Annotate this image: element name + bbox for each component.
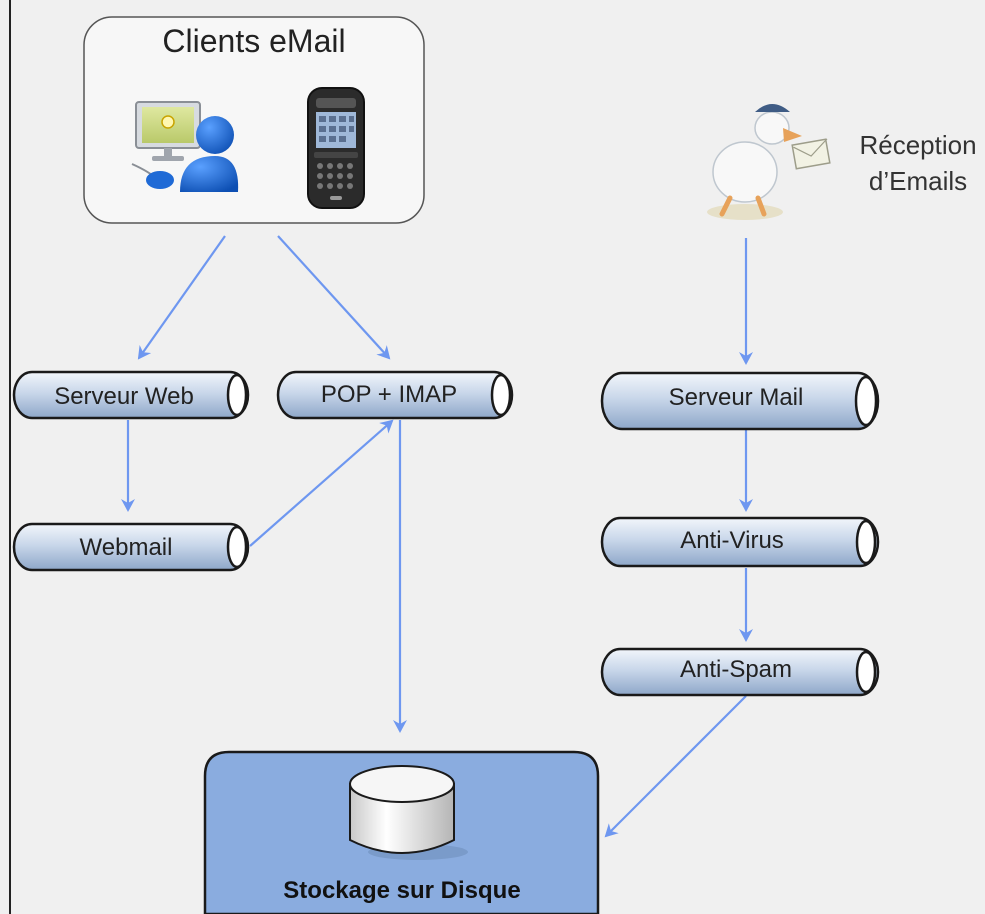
node-webmail: Webmail	[12, 522, 250, 572]
reception-label-line2: d’Emails	[869, 166, 967, 196]
node-anti-virus-label: Anti-Virus	[680, 527, 784, 554]
node-serveur-web-label: Serveur Web	[54, 383, 194, 410]
mail-bird-icon	[707, 104, 831, 220]
clients-box: Clients eMail	[83, 16, 425, 224]
reception-label-line1: Réception	[859, 130, 976, 160]
clients-title: Clients eMail	[162, 23, 345, 59]
node-anti-spam: Anti-Spam	[600, 647, 880, 697]
node-stockage-label: Stockage sur Disque	[283, 877, 520, 904]
node-stockage: Stockage sur Disque	[203, 750, 600, 914]
arrow-antispam-to-storage	[604, 695, 747, 838]
node-anti-virus: Anti-Virus	[600, 516, 880, 568]
node-pop-imap: POP + IMAP	[276, 370, 514, 420]
disk-cylinder-icon	[349, 765, 468, 860]
smartphone-icon	[307, 87, 365, 209]
node-serveur-mail-label: Serveur Mail	[669, 384, 804, 411]
arrow-webmail-to-pop	[249, 419, 394, 547]
node-anti-spam-label: Anti-Spam	[680, 656, 792, 683]
desktop-user-icon	[131, 101, 239, 192]
node-serveur-mail: Serveur Mail	[600, 371, 880, 431]
node-webmail-label: Webmail	[80, 534, 173, 561]
node-pop-imap-label: POP + IMAP	[321, 381, 457, 408]
connectors	[121, 235, 753, 838]
arrow-clients-to-web	[137, 235, 226, 360]
arrow-clients-to-pop	[277, 235, 391, 360]
node-serveur-web: Serveur Web	[12, 370, 250, 420]
